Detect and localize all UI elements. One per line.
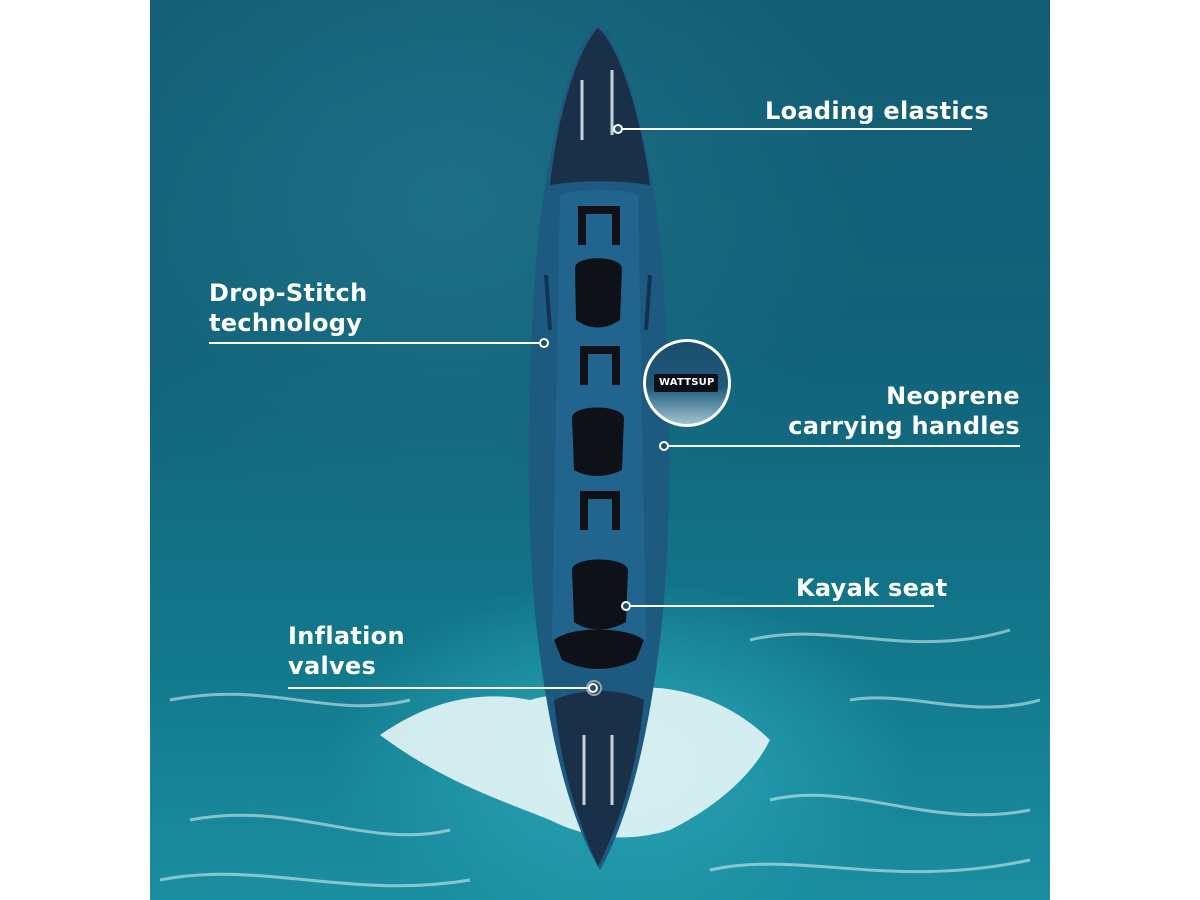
callout-line-inflation bbox=[288, 687, 588, 689]
kayak-seats bbox=[554, 258, 644, 669]
callout-dot-inflation bbox=[588, 683, 598, 693]
label-inflation-line2: valves bbox=[288, 652, 377, 680]
label-drop-stitch-line2: technology bbox=[209, 309, 363, 337]
neoprene-handle-strap bbox=[654, 374, 718, 392]
label-loading-elastics: Loading elastics bbox=[765, 96, 989, 126]
label-drop-stitch: Drop-Stitch technology bbox=[209, 278, 367, 338]
callout-dot-drop-stitch bbox=[539, 338, 549, 348]
label-neoprene-line1: Neoprene bbox=[886, 382, 1020, 410]
handle-zoom-inset: WATTSUP bbox=[643, 339, 731, 427]
kayak bbox=[528, 22, 670, 870]
callout-line-kayak-seat bbox=[628, 605, 934, 607]
kayak-aerial-photo: WATTSUP bbox=[150, 0, 1050, 900]
label-inflation-line1: Inflation bbox=[288, 622, 405, 650]
label-kayak-seat: Kayak seat bbox=[796, 573, 947, 603]
foam-streaks bbox=[159, 628, 1041, 888]
foot-braces bbox=[578, 206, 620, 530]
inset-brand-logo: WATTSUP bbox=[659, 377, 715, 388]
callout-line-loading-elastics bbox=[622, 128, 972, 130]
side-stripes bbox=[544, 274, 652, 331]
label-inflation-valves: Inflation valves bbox=[288, 621, 405, 681]
callout-dot-kayak-seat bbox=[621, 601, 631, 611]
label-neoprene-handles: Neoprene carrying handles bbox=[788, 381, 1020, 441]
callout-line-neoprene bbox=[666, 445, 1020, 447]
label-drop-stitch-line1: Drop-Stitch bbox=[209, 279, 368, 307]
label-loading-elastics-text: Loading elastics bbox=[765, 97, 989, 125]
callout-dot-neoprene bbox=[659, 441, 669, 451]
callout-line-drop-stitch bbox=[209, 342, 541, 344]
label-kayak-seat-text: Kayak seat bbox=[796, 574, 948, 602]
label-neoprene-line2: carrying handles bbox=[788, 412, 1020, 440]
sea-and-kayak-illustration bbox=[159, 22, 1041, 888]
loading-elastic-straps bbox=[580, 70, 614, 805]
callout-dot-loading-elastics bbox=[613, 124, 623, 134]
